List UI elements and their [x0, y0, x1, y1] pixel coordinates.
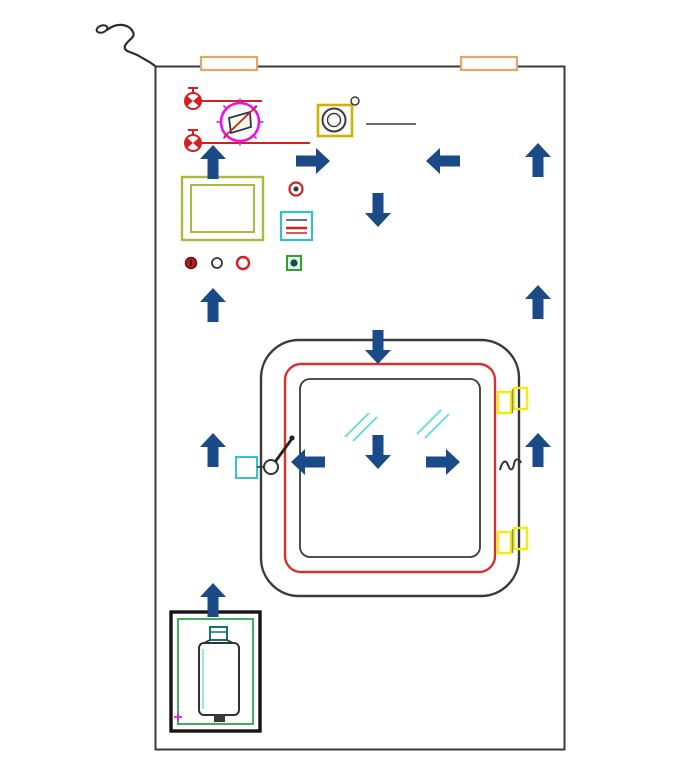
flow-arrow-left	[291, 449, 325, 475]
flow-arrow-up	[200, 583, 226, 617]
status-lamp-3	[235, 255, 251, 271]
red-valve-lower	[184, 129, 310, 152]
lifting-lug-left	[199, 55, 259, 72]
flow-arrow-left	[426, 148, 460, 174]
yellow-gauge	[316, 96, 416, 138]
calibration-mark	[174, 713, 182, 721]
generator-box	[169, 610, 262, 733]
flow-arrow-right	[426, 449, 460, 475]
status-lamp-2	[211, 257, 223, 269]
cyan-display	[279, 210, 314, 242]
flow-arrow-right	[296, 148, 330, 174]
door-glass-marks	[344, 409, 450, 442]
hinge-lower	[496, 526, 529, 555]
flow-arrow-down	[365, 193, 391, 227]
power-cord	[95, 23, 157, 68]
green-power-button	[286, 255, 302, 271]
lifting-lug-right	[459, 55, 519, 72]
flow-arrow-up	[200, 288, 226, 322]
red-indicator	[288, 181, 304, 197]
flow-arrow-up	[525, 285, 551, 319]
status-lamps	[184, 255, 251, 271]
reagent-bottle	[198, 626, 240, 722]
red-valve-upper	[184, 87, 262, 110]
green-window-frame	[180, 175, 265, 242]
flow-arrow-up	[200, 145, 226, 179]
hinge-upper	[496, 386, 529, 415]
flow-arrow-down	[365, 330, 391, 364]
flow-arrow-up	[525, 143, 551, 177]
airflow-arrows	[200, 143, 551, 617]
flow-arrow-up	[525, 433, 551, 467]
magenta-pump-dial	[216, 98, 264, 146]
flow-arrow-up	[200, 433, 226, 467]
door-latch	[499, 458, 522, 471]
flow-arrow-down	[365, 435, 391, 469]
door-handle	[235, 435, 295, 479]
